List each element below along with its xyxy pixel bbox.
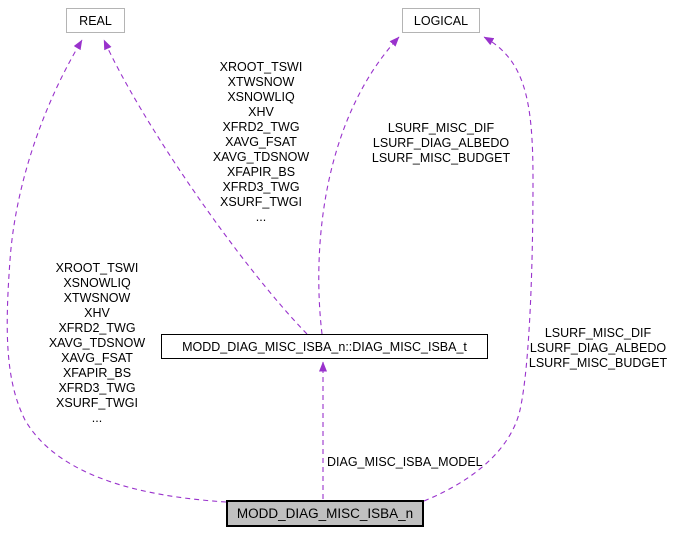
edge-label-type-to-logical-fields: LSURF_MISC_DIF LSURF_DIAG_ALBEDO LSURF_M…: [371, 121, 511, 165]
edge-label-type-to-real-fields: XROOT_TSWI XTWSNOW XSNOWLIQ XHV XFRD2_TW…: [212, 60, 310, 224]
edge-type-to-real: [103, 39, 308, 335]
edge-label-diag-misc-isba-model: DIAG_MISC_ISBA_MODEL: [327, 455, 483, 469]
node-real[interactable]: REAL: [66, 8, 125, 33]
edge-module-to-real: [6, 39, 227, 503]
node-logical[interactable]: LOGICAL: [402, 8, 480, 33]
edge-label-module-to-logical-fields: LSURF_MISC_DIF LSURF_DIAG_ALBEDO LSURF_M…: [528, 326, 668, 370]
edge-label-module-to-real-fields: XROOT_TSWI XSNOWLIQ XTWSNOW XHV XFRD2_TW…: [48, 261, 146, 425]
node-modd-diag-misc-isba-n[interactable]: MODD_DIAG_MISC_ISBA_n: [226, 500, 424, 527]
edge-type-to-logical: [318, 36, 400, 335]
edge-module-to-logical: [423, 36, 534, 502]
node-diag-misc-isba-t[interactable]: MODD_DIAG_MISC_ISBA_n::DIAG_MISC_ISBA_t: [161, 334, 488, 359]
